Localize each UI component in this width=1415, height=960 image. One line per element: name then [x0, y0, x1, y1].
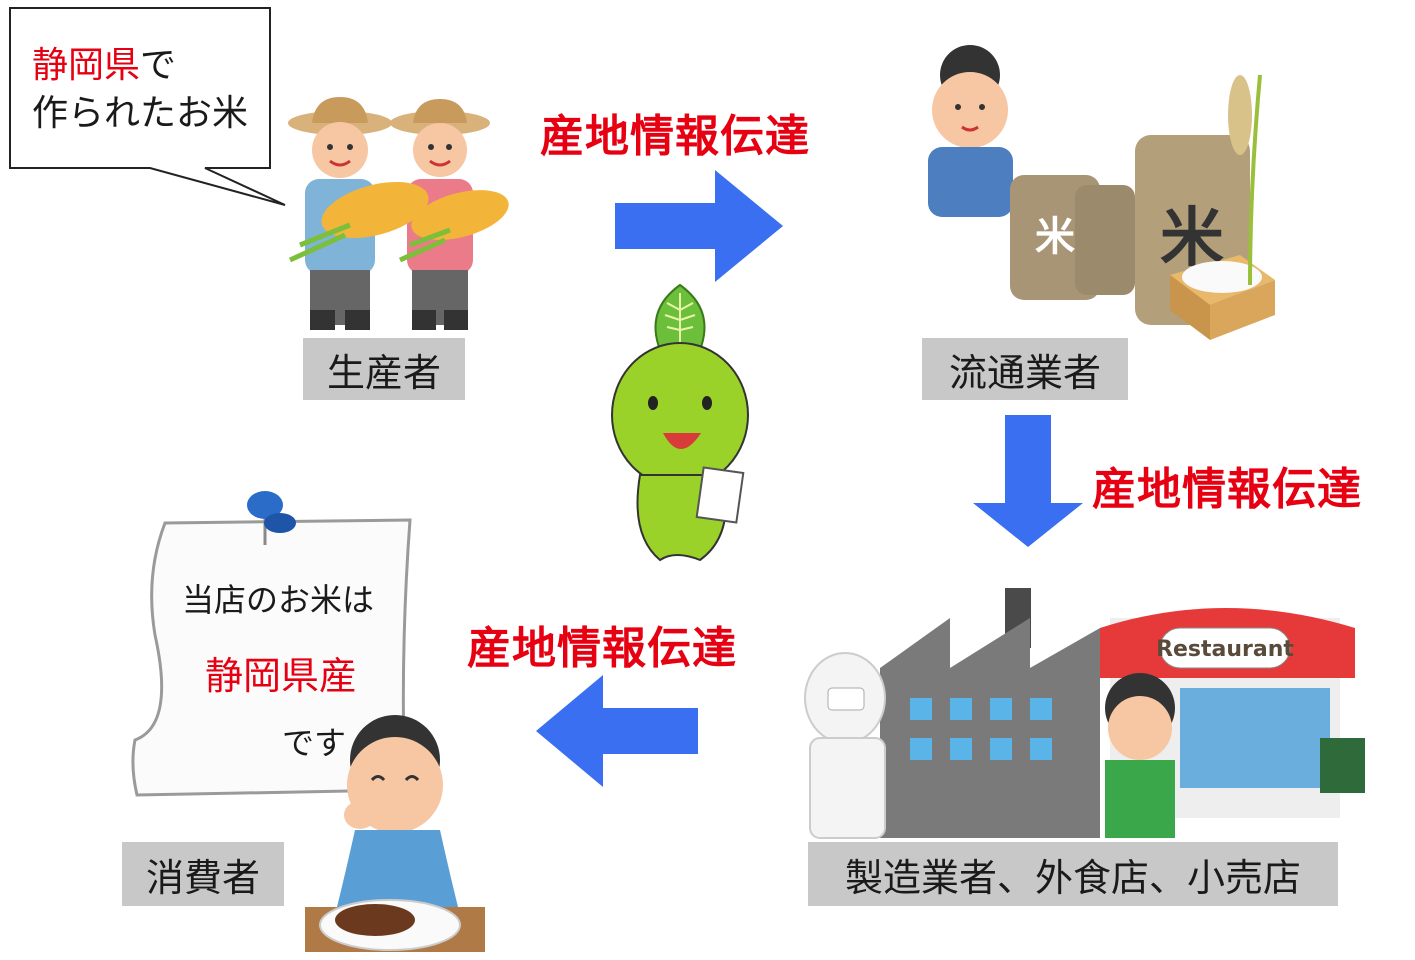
- bubble-prefecture: 静岡県: [32, 45, 141, 86]
- mascot-illustration: [611, 283, 749, 562]
- sign-line3: です: [282, 724, 347, 762]
- rice-bag-text-1: 米: [1035, 214, 1075, 260]
- sign-line2: 静岡県産: [205, 654, 358, 698]
- posted-sign: [131, 491, 412, 797]
- distributor-label: 流通業者: [922, 338, 1128, 400]
- arrow-down-icon: [973, 415, 1083, 547]
- bubble-line2: 作られたお米: [32, 93, 249, 134]
- consumer-illustration: [305, 715, 485, 952]
- distributor-illustration: 米 米: [928, 45, 1275, 340]
- manufacturer-label: 製造業者、外食店、小売店: [808, 842, 1338, 906]
- factory-restaurant-illustration: Restaurant: [804, 588, 1365, 839]
- producer-label: 生産者: [303, 338, 465, 400]
- farmers-illustration: [288, 97, 509, 330]
- speech-bubble-text: 静岡県で 作られたお米: [32, 42, 248, 138]
- consumer-label: 消費者: [122, 842, 284, 906]
- flow-label-top: 産地情報伝達: [540, 111, 810, 162]
- arrow-left-icon: [536, 675, 698, 787]
- speech-bubble: [9, 7, 286, 206]
- sign-line1: 当店のお米は: [182, 581, 375, 619]
- arrow-right-icon: [615, 170, 783, 282]
- flow-label-bottom: 産地情報伝達: [467, 623, 737, 674]
- bubble-de: で: [140, 45, 177, 86]
- flow-label-right: 産地情報伝達: [1092, 464, 1362, 515]
- restaurant-sign: Restaurant: [1156, 637, 1294, 662]
